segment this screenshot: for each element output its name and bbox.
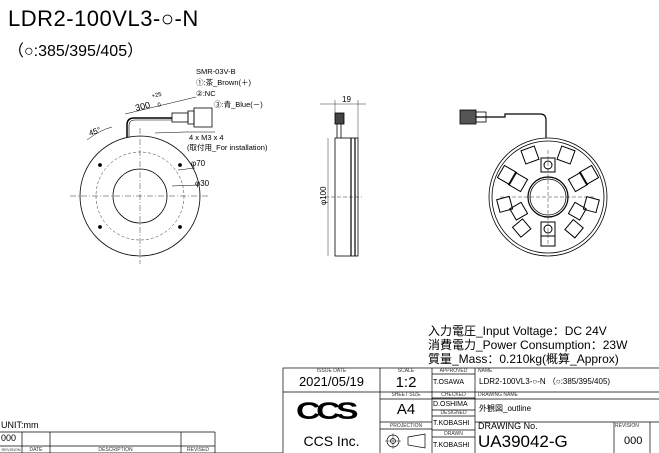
col-revised: REVISED — [187, 447, 209, 453]
checked-by: D.OSHIMA — [433, 401, 468, 408]
angle-dim: 45° — [88, 125, 102, 138]
drawn-by: T.KOBASHI — [433, 442, 470, 449]
drawing-subtitle: （○:385/395/405） — [8, 43, 144, 60]
side-view — [320, 100, 366, 257]
cable-length: 300 — [134, 100, 151, 113]
width-dim: 19 — [342, 95, 351, 104]
name-label: NAME — [478, 368, 493, 374]
sheet-size-label: SHEET SIZE — [391, 392, 421, 398]
connector-pin2: ②:NC — [196, 89, 216, 98]
title-block-lines — [0, 367, 659, 453]
d70-dim: φ70 — [191, 159, 206, 168]
designed-label: DESIGNED — [440, 410, 467, 416]
spec-power: 消費電力_Power Consumption：23W — [428, 338, 628, 352]
specifications: 入力電圧_Input Voltage：DC 24V 消費電力_Power Con… — [428, 324, 627, 366]
col-date: DATE — [29, 447, 43, 453]
drawing-no-label: DRAWING No. — [478, 421, 538, 431]
scale-label: SCALE — [397, 368, 415, 374]
designed-by: T.KOBASHI — [433, 420, 470, 427]
drawing-name-label: DRAWING NAME — [478, 392, 518, 398]
company-logo: CCS — [296, 398, 359, 425]
spec-mass: 質量_Mass：0.210kg(概算_Approx) — [428, 352, 619, 366]
spec-voltage: 入力電圧_Input Voltage：DC 24V — [428, 324, 607, 338]
checked-label: CHECKED — [441, 392, 466, 398]
cable-tol-plus: +25 — [151, 92, 163, 100]
d100-dim: φ100 — [319, 186, 328, 205]
col-description: DESCRIPTION — [98, 447, 133, 453]
approved-label: APPROVED — [439, 368, 468, 374]
approved-by: T.OSAWA — [433, 379, 464, 386]
issue-date-label: ISSUE DATE — [316, 368, 347, 374]
projection-label: PROJECTION — [389, 423, 423, 429]
revision-label: REVISION — [615, 423, 639, 429]
sheet-size: A4 — [396, 401, 416, 418]
connector-model: SMR-03V-B — [196, 67, 236, 76]
issue-date: 2021/05/19 — [298, 374, 365, 389]
cable-tol-minus: 0 — [157, 102, 162, 109]
rear-view — [459, 109, 608, 257]
col-revision: REVISION — [1, 447, 21, 452]
revision-number: 000 — [624, 435, 643, 447]
unit-label: UNIT:mm — [1, 420, 39, 430]
scale: 1:2 — [395, 374, 417, 391]
front-view — [70, 96, 215, 264]
company-name: CCS Inc. — [303, 433, 360, 449]
drawing-title: LDR2-100VL3-○-N — [8, 6, 199, 31]
drawn-label: DRAWN — [444, 431, 463, 437]
drawing-name: 外観図_outline — [479, 404, 532, 413]
connector-pin3: ③:青_Blue(－) — [214, 99, 263, 109]
connector-pin1: ①:茶_Brown(＋) — [196, 77, 252, 87]
product-name: LDR2-100VL3-○-N （○:385/395/405) — [479, 377, 611, 386]
d30-dim: φ30 — [195, 179, 210, 188]
drawing-number: UA39042-G — [478, 432, 568, 451]
holes-dim: 4 x M3 x 4 — [189, 133, 224, 142]
holes-note: (取付用_For installation) — [187, 142, 268, 152]
revision-entry: 000 — [1, 433, 17, 443]
